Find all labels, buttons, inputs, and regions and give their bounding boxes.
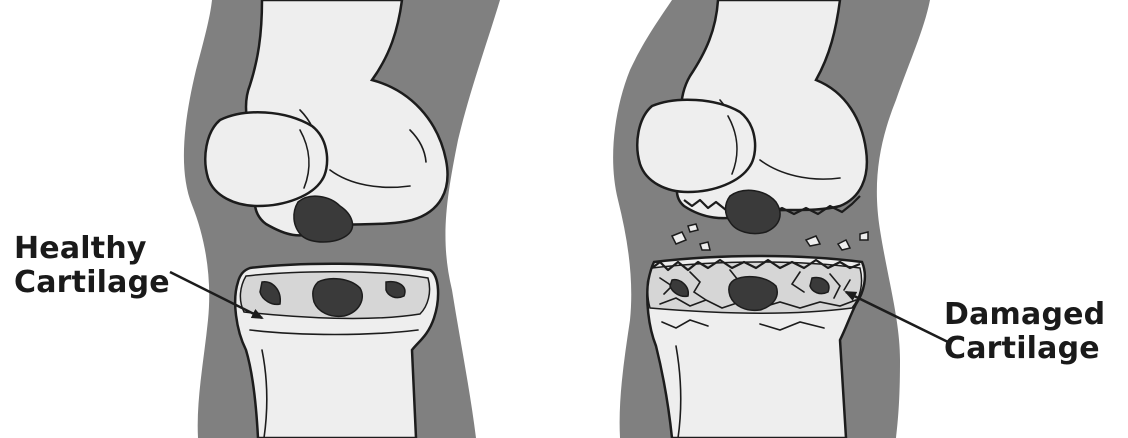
healthy-label-line-2: Cartilage	[14, 266, 170, 300]
damaged-label-line-2: Cartilage	[944, 332, 1105, 366]
damaged-cartilage-label: Damaged Cartilage	[944, 298, 1105, 366]
healthy-meniscus-center	[313, 279, 362, 317]
damaged-label-line-1: Damaged	[944, 298, 1105, 332]
healthy-knee	[184, 0, 500, 438]
healthy-cartilage-label: Healthy Cartilage	[14, 232, 170, 300]
damaged-knee	[613, 0, 930, 438]
healthy-label-line-1: Healthy	[14, 232, 170, 266]
